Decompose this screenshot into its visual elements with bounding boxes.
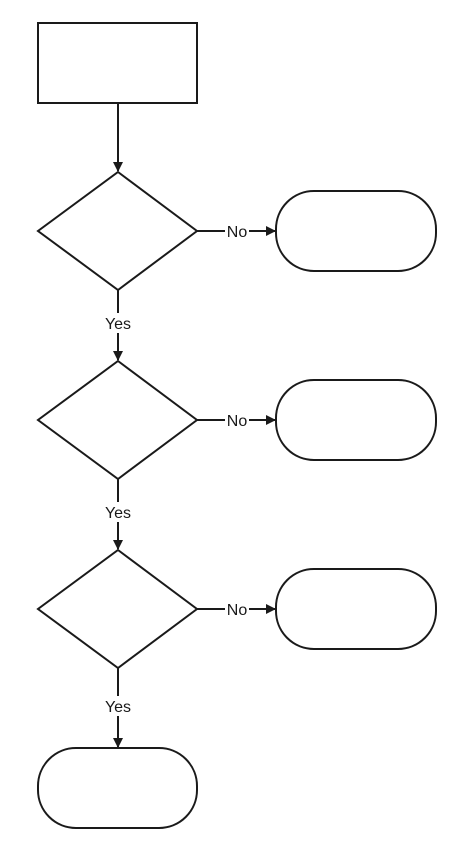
- decision-diamond-3: [36, 548, 199, 670]
- edge-label-yes-2: Yes: [105, 505, 131, 522]
- no-outcome-box-1: [275, 190, 437, 272]
- start-process-box: [37, 22, 198, 104]
- edge-label-no-2: No: [227, 413, 248, 430]
- decision-diamond-1: [36, 170, 199, 292]
- edge-label-yes-3: Yes: [105, 699, 131, 716]
- decision-diamond-2: [36, 359, 199, 481]
- no-outcome-box-3: [275, 568, 437, 650]
- edge-label-no-3: No: [227, 602, 248, 619]
- end-terminal-box: [37, 747, 198, 829]
- no-outcome-box-2: [275, 379, 437, 461]
- edge-label-no-1: No: [227, 224, 248, 241]
- edge-label-yes-1: Yes: [105, 316, 131, 333]
